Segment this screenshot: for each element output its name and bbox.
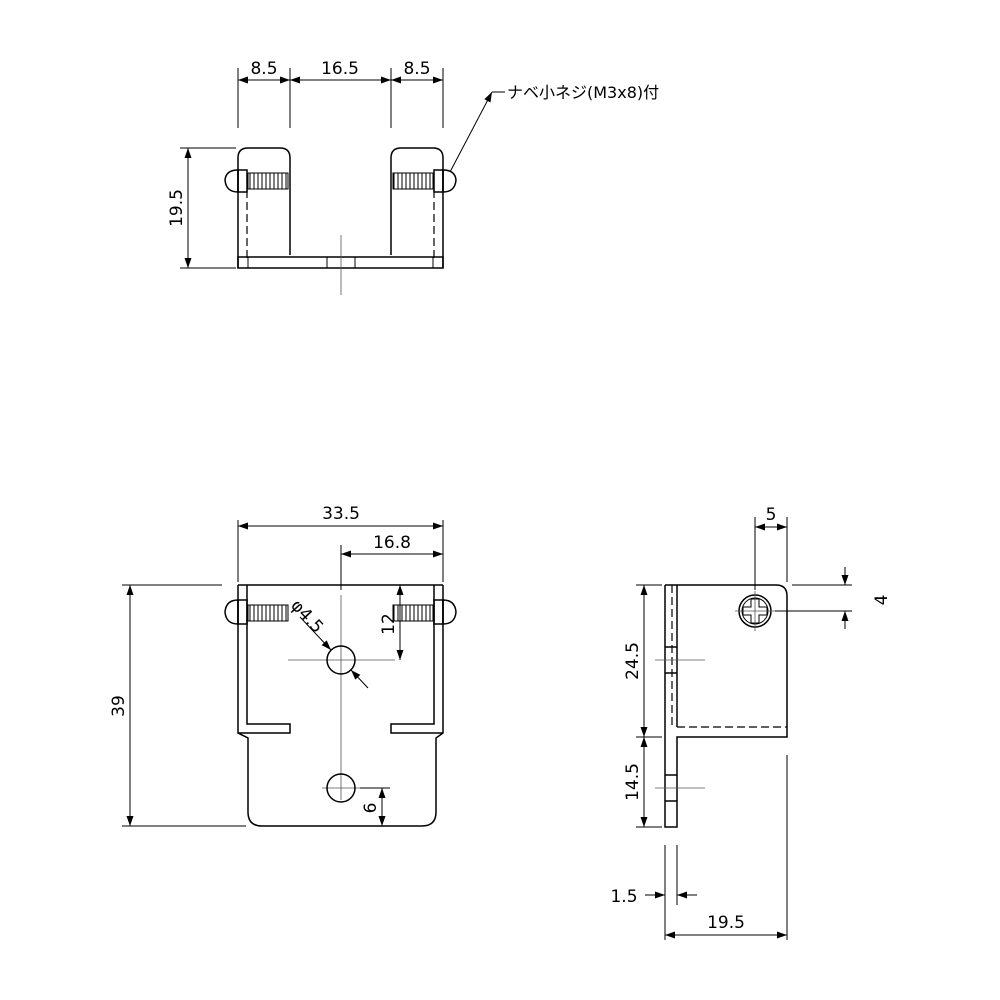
front-left-screw bbox=[224, 599, 289, 625]
dim-hole-diameter: φ4.5 bbox=[286, 596, 327, 638]
screw-note: ナベ小ネジ(M3x8)付 bbox=[507, 83, 659, 102]
dim-hole-height: 12 bbox=[379, 613, 399, 635]
front-right-screw bbox=[392, 599, 457, 625]
dim-depth: 19.5 bbox=[707, 913, 745, 933]
dim-overall-height: 39 bbox=[109, 695, 129, 717]
front-bracket-outline bbox=[237, 585, 444, 827]
front-view: φ4.5 33.5 16.8 12 39 6 bbox=[109, 504, 457, 827]
top-right-upright bbox=[390, 147, 444, 268]
front-right-inner bbox=[390, 585, 443, 734]
top-base-plate bbox=[237, 256, 444, 269]
dim-screw-offset: 5 bbox=[766, 505, 777, 525]
top-left-screw bbox=[224, 169, 289, 193]
dim-overall-width: 33.5 bbox=[322, 504, 360, 524]
phillips-screw-head bbox=[735, 591, 775, 631]
dim-top-height: 19.5 bbox=[167, 189, 187, 227]
dim-top-right-width: 8.5 bbox=[403, 59, 430, 79]
side-view: 5 4 24.5 14.5 1.5 19.5 bbox=[610, 505, 892, 940]
dim-top-left-width: 8.5 bbox=[250, 59, 277, 79]
dim-lower-hole: 6 bbox=[361, 803, 381, 814]
front-upper-hole bbox=[326, 645, 356, 675]
top-view: 8.5 16.5 8.5 19.5 ナベ小ネジ(M3x8)付 bbox=[167, 59, 659, 295]
dim-upper-height: 24.5 bbox=[623, 642, 643, 680]
screw-note-leader bbox=[449, 91, 493, 173]
front-left-inner bbox=[238, 585, 291, 734]
top-right-screw bbox=[392, 169, 457, 193]
dim-thickness: 1.5 bbox=[610, 887, 637, 907]
dim-half-width: 16.8 bbox=[373, 533, 411, 553]
dim-top-center-gap: 16.5 bbox=[321, 59, 359, 79]
dim-lower-height: 14.5 bbox=[623, 763, 643, 801]
side-bracket-outline bbox=[664, 585, 788, 828]
front-lower-hole bbox=[326, 773, 356, 803]
hole-diameter-leader bbox=[299, 616, 332, 651]
dim-screw-height: 4 bbox=[872, 595, 892, 606]
top-left-upright bbox=[237, 147, 291, 268]
